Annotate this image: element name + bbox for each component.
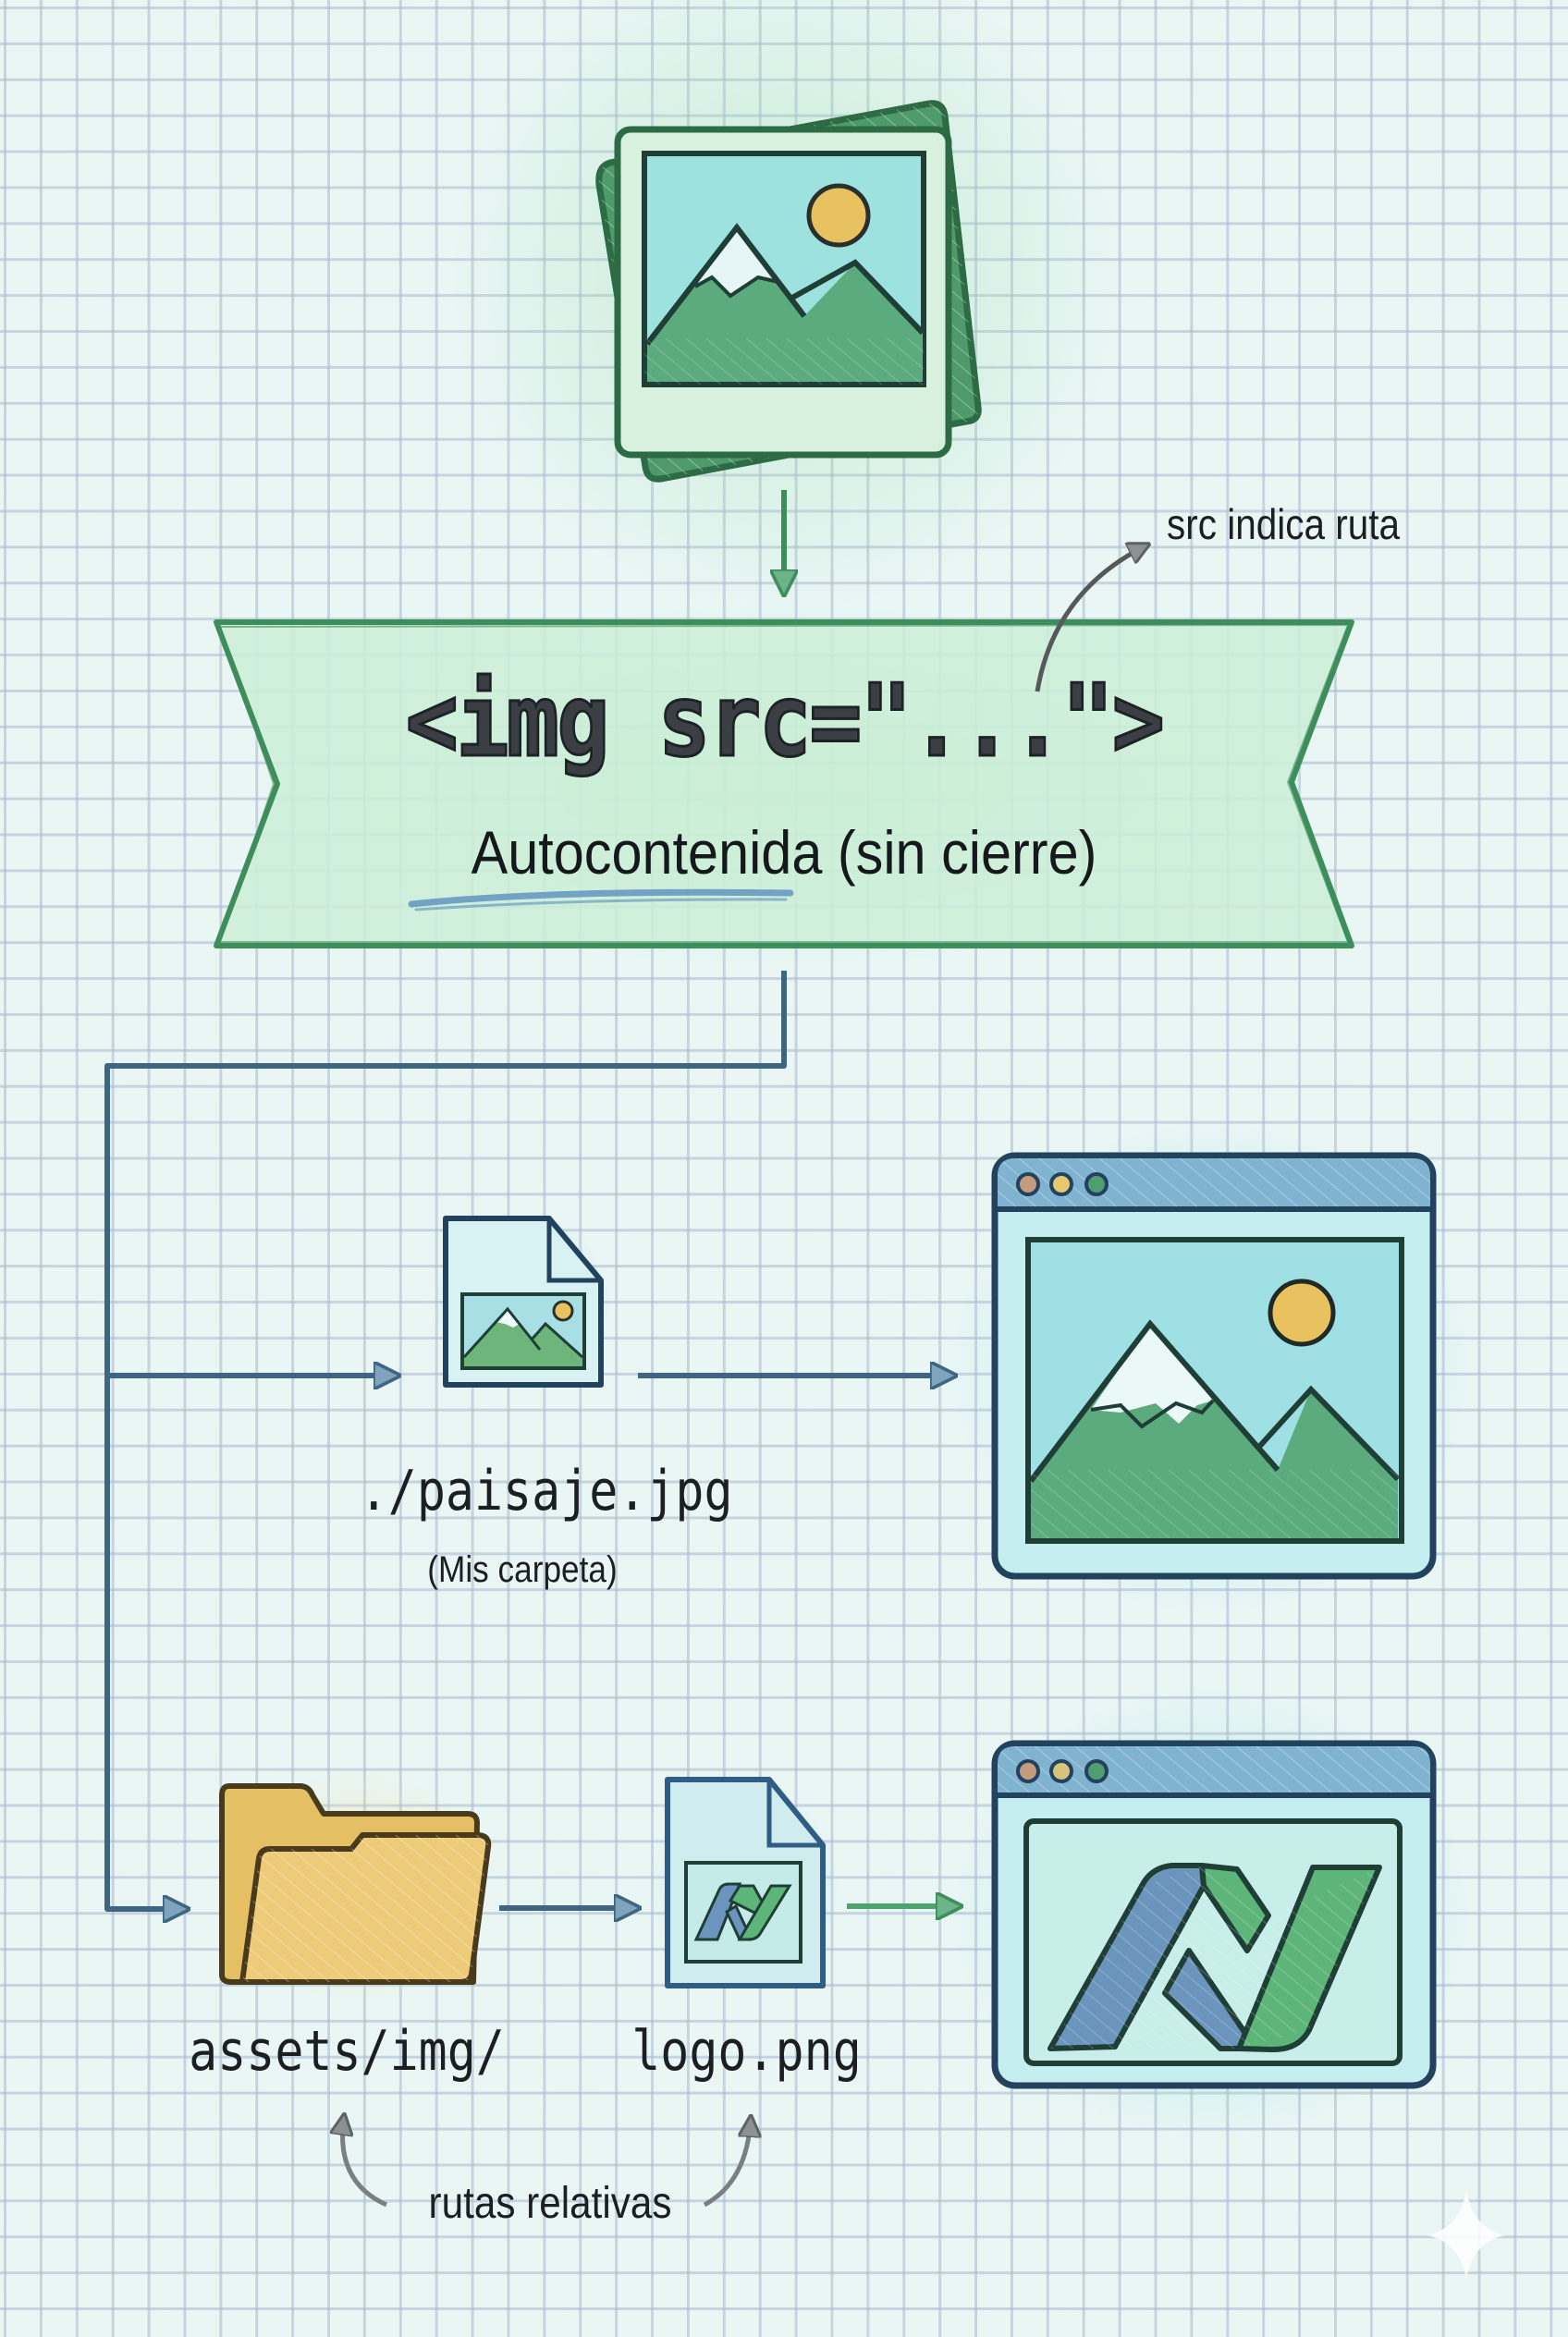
subtitle-underline [408, 888, 794, 908]
banner-ribbon [214, 619, 1354, 948]
src-annotation-label: src indica ruta [1167, 500, 1400, 548]
logo-file-label: logo.png [631, 2019, 862, 2084]
photo-stack-icon [595, 100, 982, 483]
folder-label: assets/img/ [189, 2019, 505, 2084]
window-dot-yellow [1049, 1172, 1073, 1196]
window-dot-red [1016, 1759, 1040, 1783]
window-dot-red [1016, 1172, 1040, 1196]
arrow-relative-to-folder [342, 2117, 388, 2208]
folder-icon [219, 1783, 492, 1985]
connector-banner-branch [104, 971, 787, 1909]
window-dot-green [1084, 1759, 1109, 1783]
browser-window-landscape-icon [991, 1152, 1437, 1580]
relative-paths-label: rutas relativas [428, 2179, 672, 2228]
local-file-label: ./paisaje.jpg [359, 1459, 733, 1523]
arrow-relative-to-logo [703, 2119, 751, 2208]
image-file-icon [443, 1216, 604, 1388]
logo-file-icon [665, 1777, 826, 1988]
code-snippet-label: <img src="..."> [404, 663, 1166, 781]
browser-window-logo-icon [991, 1740, 1437, 2089]
window-dot-green [1084, 1172, 1109, 1196]
window-dot-yellow [1049, 1759, 1073, 1783]
arrow-src-annotation [1035, 545, 1146, 692]
local-file-sublabel: (Mis carpeta) [427, 1549, 618, 1590]
banner-subtitle: Autocontenida (sin cierre) [471, 818, 1097, 887]
sparkle-icon [1427, 2189, 1505, 2280]
